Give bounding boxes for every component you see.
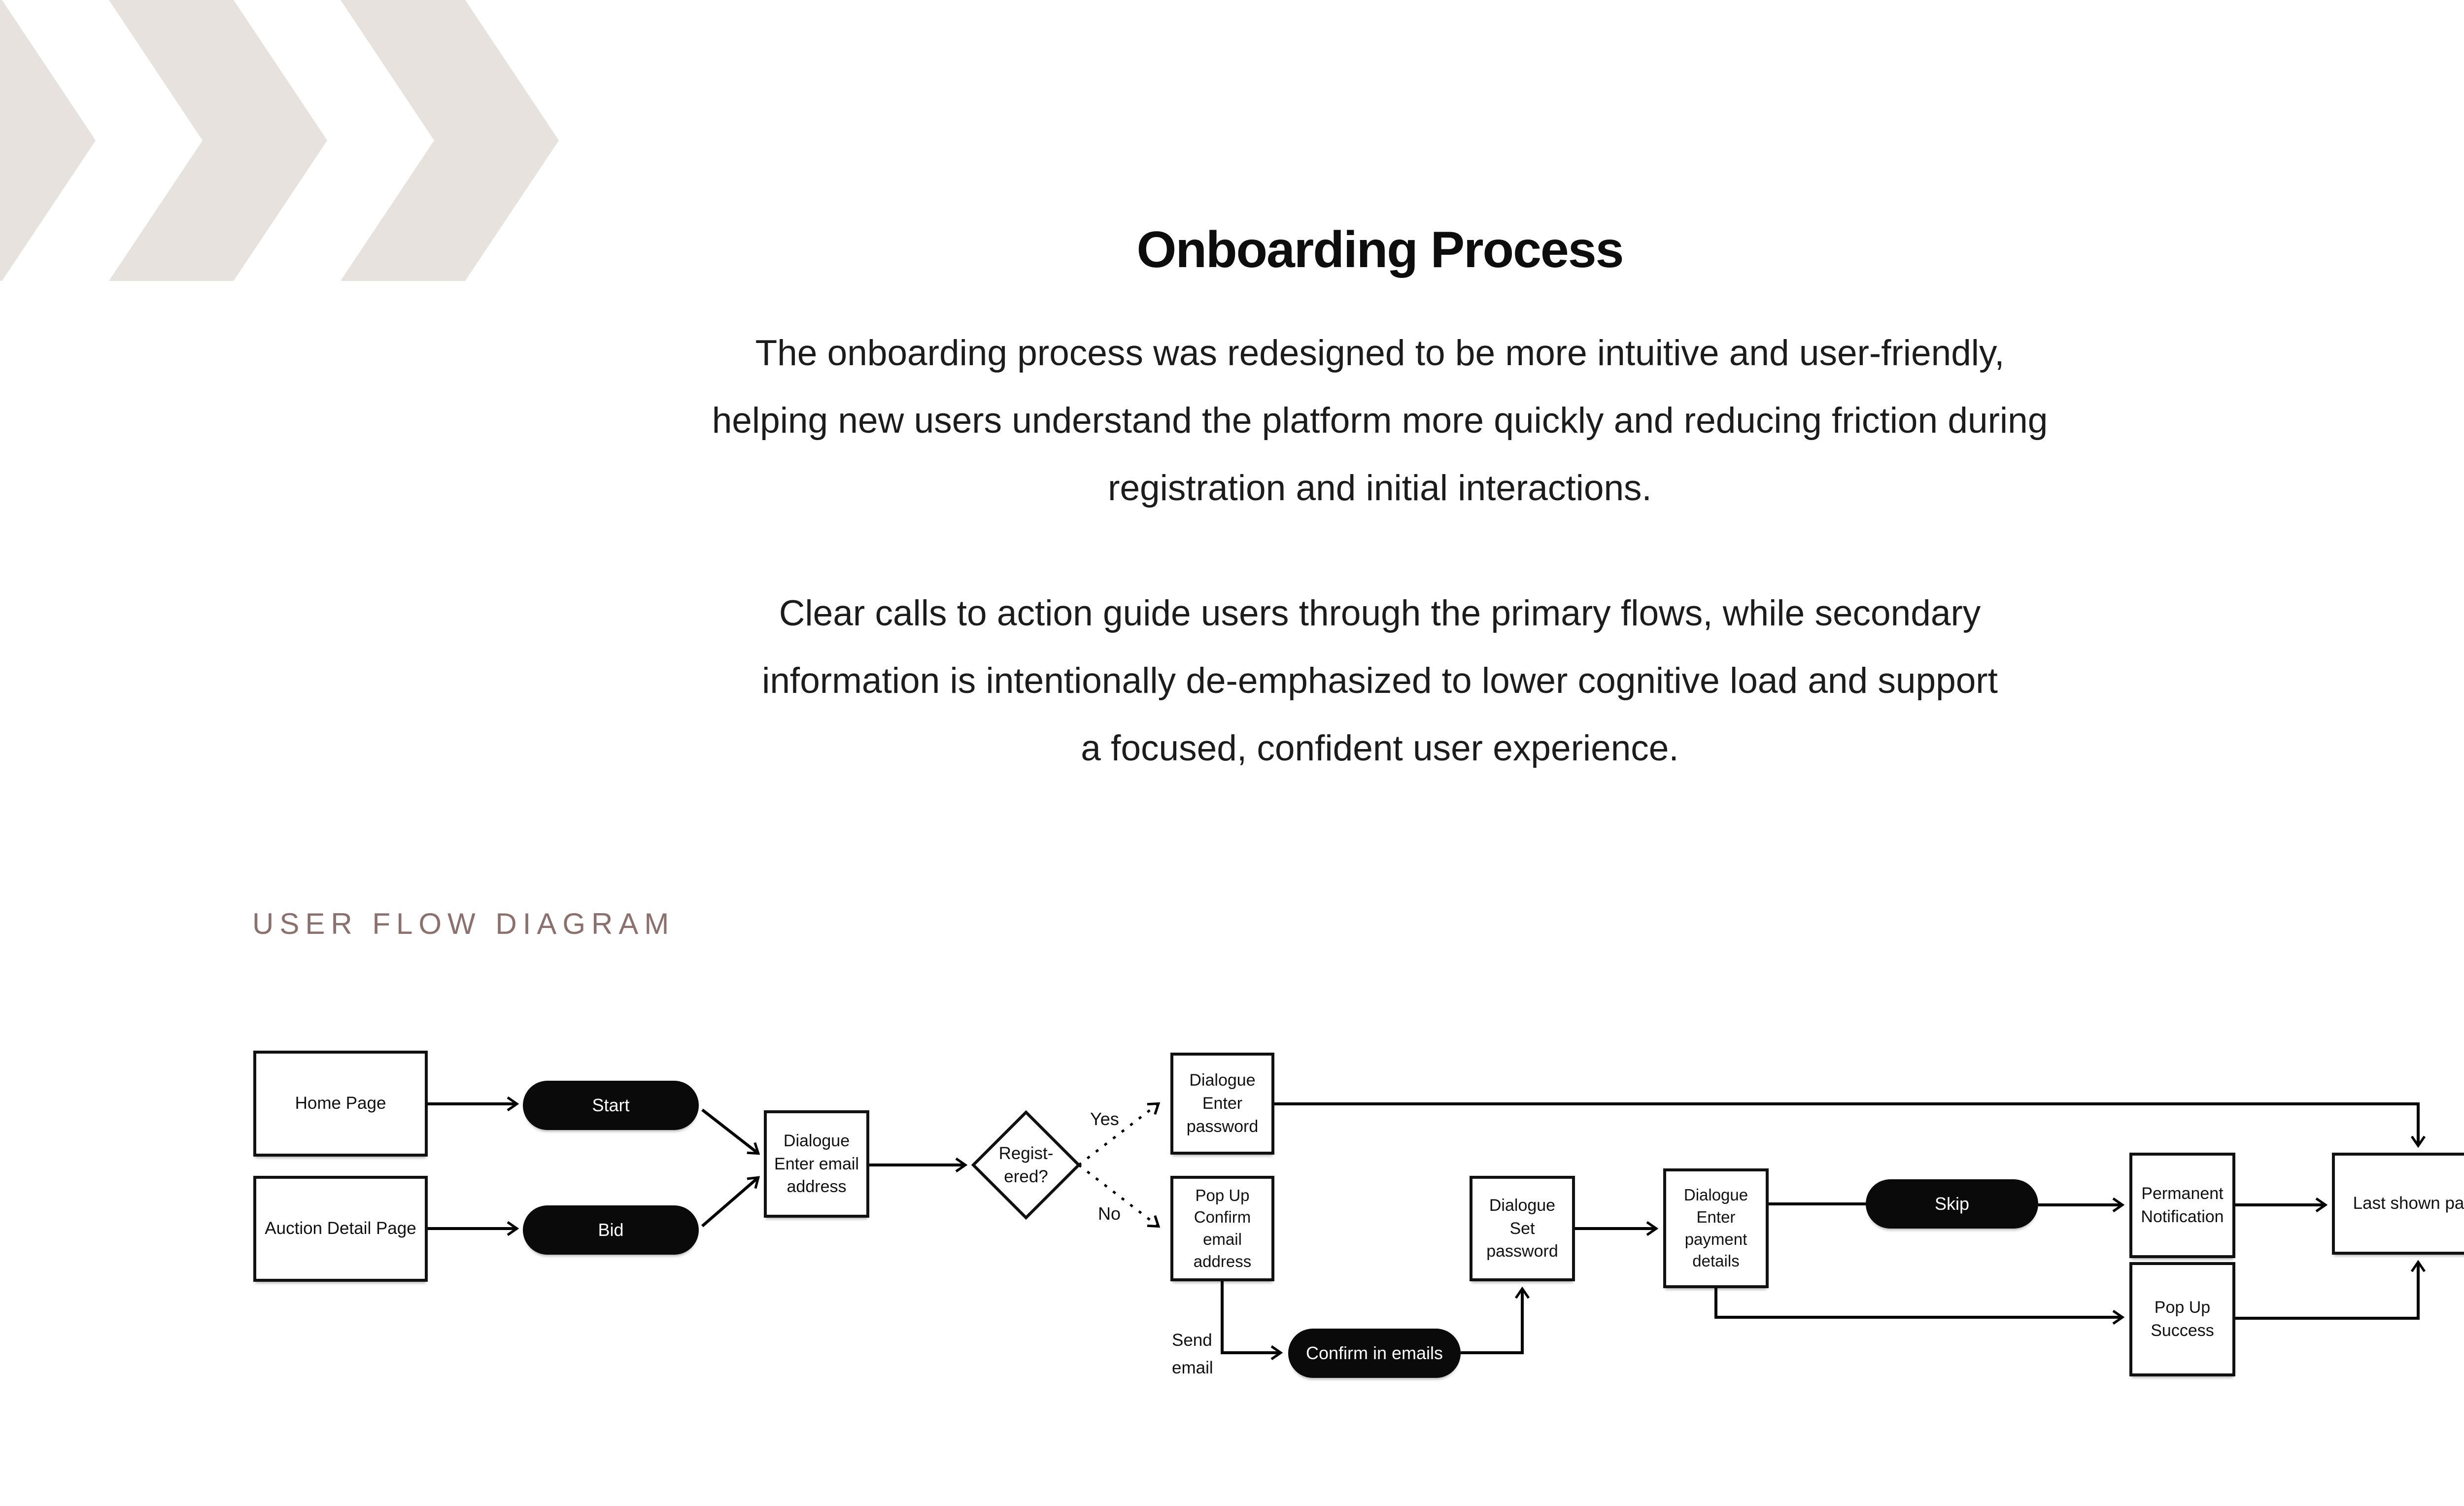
chevron-decoration-icon	[0, 0, 559, 281]
node-home-page: Home Page	[253, 1051, 428, 1157]
node-popup-confirm-email: Pop Up Confirm email address	[1170, 1176, 1274, 1281]
node-dialogue-enter-payment: Dialogue Enter payment details	[1663, 1168, 1769, 1288]
edge-label-send-email: Send email	[1172, 1331, 1213, 1377]
secondary-paragraph: Clear calls to action guide users throug…	[762, 593, 1998, 768]
flow-edges	[428, 1104, 2418, 1353]
node-skip-button: Skip	[1866, 1179, 2038, 1229]
node-registered-decision: Regist- ered?	[998, 1143, 1054, 1186]
node-dialogue-set-password: Dialogue Set password	[1470, 1176, 1575, 1281]
edge-label-no: No	[1098, 1203, 1121, 1224]
node-dialogue-enter-password: Dialogue Enter password	[1170, 1053, 1274, 1155]
node-start-button: Start	[523, 1081, 699, 1130]
node-dialogue-enter-email: Dialogue Enter email address	[764, 1110, 869, 1218]
decision-diamond	[971, 1110, 1081, 1220]
edge-label-yes: Yes	[1090, 1109, 1119, 1129]
node-popup-success: Pop Up Success	[2129, 1262, 2235, 1376]
node-bid-button: Bid	[523, 1205, 699, 1255]
page-title: Onboarding Process	[1136, 221, 1624, 278]
section-label: USER FLOW DIAGRAM	[252, 907, 675, 940]
intro-paragraph: The onboarding process was redesigned to…	[712, 333, 2048, 508]
node-last-shown-page: Last shown page	[2332, 1153, 2464, 1255]
node-permanent-notification: Permanent Notification	[2129, 1153, 2235, 1258]
node-confirm-in-emails-button: Confirm in emails	[1288, 1329, 1461, 1378]
node-auction-detail-page: Auction Detail Page	[253, 1176, 428, 1282]
